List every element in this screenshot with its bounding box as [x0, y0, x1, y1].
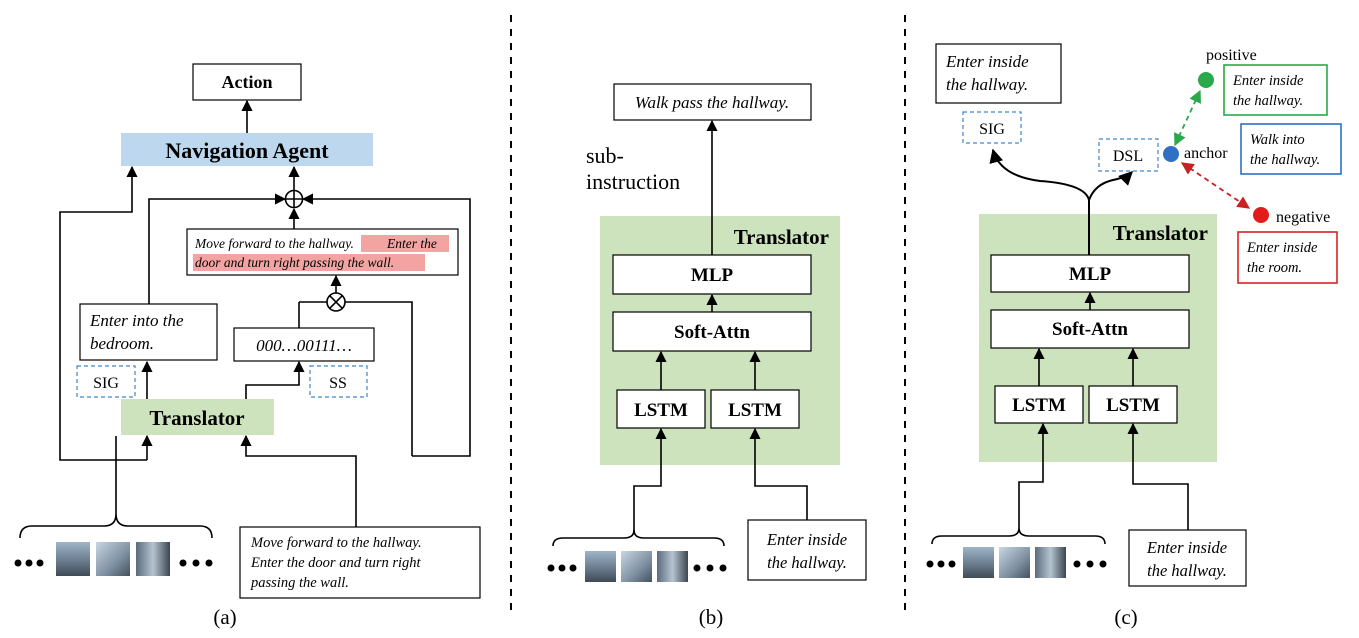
panel-c: Enter inside the hallway. SIG DSL positi…: [926, 43, 1342, 629]
caption-c: (c): [1114, 605, 1137, 629]
input-box: [1128, 529, 1247, 587]
mlp-label: MLP: [1069, 264, 1112, 285]
translator-title: Translator: [734, 225, 829, 249]
view-image: [56, 542, 90, 576]
negative-line2: the room.: [1247, 260, 1302, 276]
ss-box: [309, 365, 368, 398]
view-image: [963, 547, 994, 578]
negative-point: [1253, 207, 1269, 223]
sub-instruction-line1: Enter into the: [89, 311, 184, 330]
lstm-box-right: [1088, 385, 1178, 424]
view-image: [999, 547, 1030, 578]
negative-label: negative: [1276, 209, 1330, 226]
view-image: [621, 551, 652, 582]
input-line1: Enter inside: [1146, 538, 1227, 557]
sub-instruction-label-2: instruction: [586, 169, 680, 194]
caption-b: (b): [699, 605, 724, 629]
input-line2: the hallway.: [1147, 561, 1227, 580]
brace-b: [552, 529, 725, 547]
lstm-label-left: LSTM: [1012, 395, 1066, 416]
translator-box: [121, 399, 274, 435]
output-line1: Enter inside: [945, 52, 1029, 71]
lstm-label-right: LSTM: [1106, 395, 1160, 416]
navigation-agent-label: Navigation Agent: [165, 138, 329, 163]
mlp-box: [990, 254, 1190, 293]
translator-label: Translator: [149, 406, 244, 430]
sig-box: [962, 111, 1022, 144]
lstm-box-left: [616, 389, 706, 429]
dsl-box: [1098, 138, 1159, 172]
panel-b: Walk pass the hallway. sub- instruction …: [547, 83, 867, 629]
view-image: [1035, 547, 1066, 578]
panel-a: Action Navigation Agent Move forward to …: [14, 63, 481, 629]
highlight-plain-text: Move forward to the hallway.: [194, 236, 354, 251]
positive-line2: the hallway.: [1233, 93, 1303, 109]
input-line2: the hallway.: [767, 553, 847, 572]
sig-label: SIG: [979, 121, 1005, 138]
anchor-line2: the hallway.: [1250, 152, 1320, 168]
instruction-line1: Move forward to the hallway.: [250, 535, 422, 551]
lstm-label-right: LSTM: [728, 400, 782, 421]
instruction-box: [239, 526, 481, 599]
negative-box: [1237, 231, 1338, 284]
positive-label: positive: [1206, 47, 1257, 64]
bits-label: 000…00111…: [256, 336, 352, 355]
dsl-label: DSL: [1113, 148, 1143, 165]
instruction-line2: Enter the door and turn right: [250, 555, 422, 571]
anchor-line1: Walk into: [1250, 132, 1305, 148]
view-image: [585, 551, 616, 582]
highlight-text-line2: door and turn right passing the wall.: [195, 255, 394, 270]
positive-box: [1223, 64, 1328, 116]
mlp-label: MLP: [691, 265, 734, 286]
sub-instruction-label-1: sub-: [586, 143, 624, 168]
highlight-text-line1: Enter the: [386, 236, 437, 251]
positive-point: [1198, 72, 1214, 88]
view-image: [136, 542, 170, 576]
brace: [19, 513, 213, 539]
caption-a: (a): [213, 605, 236, 629]
lstm-box-right: [710, 389, 800, 429]
soft-attn-box: [612, 311, 812, 352]
sub-instruction-line2: bedroom.: [90, 334, 154, 353]
soft-attn-box: [990, 309, 1190, 349]
anchor-label: anchor: [1184, 145, 1228, 162]
lstm-label-left: LSTM: [634, 400, 688, 421]
soft-attn-label: Soft-Attn: [674, 322, 750, 343]
sig-label: SIG: [93, 375, 119, 392]
output-line2: the hallway.: [946, 75, 1028, 94]
view-image: [96, 542, 130, 576]
view-image: [657, 551, 688, 582]
instruction-line3: passing the wall.: [250, 575, 349, 591]
navigation-agent-box: [121, 133, 373, 166]
input-line1: Enter inside: [766, 530, 847, 549]
input-box: [747, 519, 867, 581]
brace-c: [931, 527, 1106, 545]
output-label: Walk pass the hallway.: [635, 93, 789, 112]
ss-label: SS: [329, 375, 347, 392]
translator-title: Translator: [1113, 221, 1208, 245]
sub-instruction-box: [79, 303, 218, 361]
negative-line1: Enter inside: [1246, 240, 1318, 256]
positive-line1: Enter inside: [1232, 73, 1304, 89]
anchor-point: [1163, 146, 1179, 162]
output-box: [935, 43, 1062, 104]
lstm-box-left: [994, 385, 1084, 424]
soft-attn-label: Soft-Attn: [1052, 319, 1128, 340]
action-label: Action: [222, 72, 273, 92]
sig-box: [76, 365, 136, 398]
anchor-box: [1240, 123, 1342, 175]
